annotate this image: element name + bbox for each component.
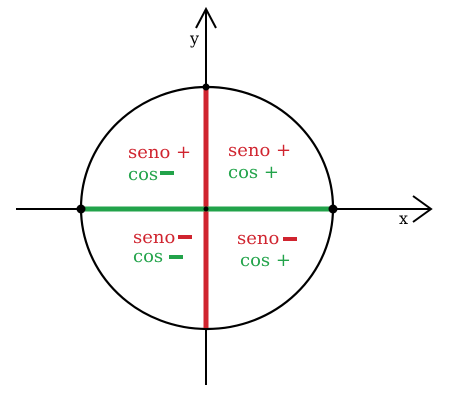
q1-cosine-label: cos + <box>228 162 279 183</box>
q4-sine-label: seno <box>237 228 279 249</box>
point-right <box>328 204 338 214</box>
q3-cosine-minus-sign <box>169 255 183 259</box>
q3-sine-label: seno <box>133 227 175 248</box>
y-axis-label: y <box>189 29 199 48</box>
x-axis-label: x <box>399 209 408 228</box>
y-axis-arrowhead <box>195 6 217 29</box>
q2-cosine-minus-sign <box>160 171 174 175</box>
point-left <box>76 204 86 214</box>
q3-sine-minus-sign <box>178 235 192 239</box>
q2-sine-label: seno + <box>128 142 191 163</box>
q1-sine-label: seno + <box>228 140 291 161</box>
x-axis-arrowhead <box>412 195 433 223</box>
q4-cosine-label: cos + <box>240 250 291 271</box>
q4-sine-minus-sign <box>283 237 297 241</box>
q2-cosine-label: cos <box>128 164 158 185</box>
point-center <box>203 206 209 212</box>
q3-cosine-label: cos <box>133 246 163 267</box>
point-top <box>202 83 210 91</box>
